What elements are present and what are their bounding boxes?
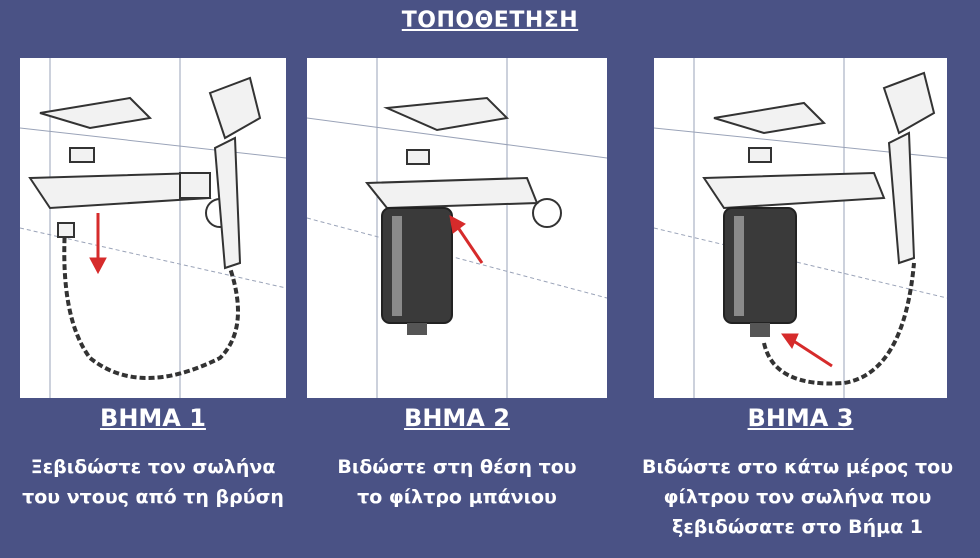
- step1-line2: του ντους από τη βρύση: [22, 486, 284, 508]
- step3-line1: Βιδώστε στο κάτω μέρος του: [641, 456, 954, 478]
- arrow-icon: [89, 213, 107, 275]
- step2-line2: το φίλτρο μπάνιου: [357, 486, 557, 508]
- step1-line1: Ξεβιδώστε τον σωλήνα: [30, 456, 276, 478]
- arrow-icon: [781, 333, 833, 368]
- step3-label: ΒΗΜΑ 3: [747, 404, 854, 432]
- step3-illustration: [654, 58, 947, 398]
- page-title: ΤΟΠΟΘΕΤΗΣΗ: [401, 8, 579, 33]
- step3-line3: ξεβιδώσατε στο Βήμα 1: [671, 516, 923, 538]
- filter-icon: [381, 207, 453, 335]
- step2-line1: Βιδώστε στη θέση του: [337, 456, 577, 478]
- step3-line2: φίλτρου τον σωλήνα που: [663, 486, 932, 508]
- faucet-filter-hose-drawing: [654, 58, 947, 398]
- step3-description: Βιδώστε στο κάτω μέρος του φίλτρου τον σ…: [615, 452, 980, 542]
- arrow-icon: [449, 215, 484, 264]
- step1-label: ΒΗΜΑ 1: [100, 404, 206, 432]
- filter-icon: [723, 207, 797, 337]
- step2-description: Βιδώστε στη θέση του το φίλτρο μπάνιου: [307, 452, 607, 512]
- faucet-hose-removed-drawing: [20, 58, 286, 398]
- step1-description: Ξεβιδώστε τον σωλήνα του ντους από τη βρ…: [0, 452, 306, 512]
- faucet-with-filter-drawing: [307, 58, 607, 398]
- step1-illustration: [20, 58, 286, 398]
- step2-label: ΒΗΜΑ 2: [404, 404, 510, 432]
- step2-illustration: [307, 58, 607, 398]
